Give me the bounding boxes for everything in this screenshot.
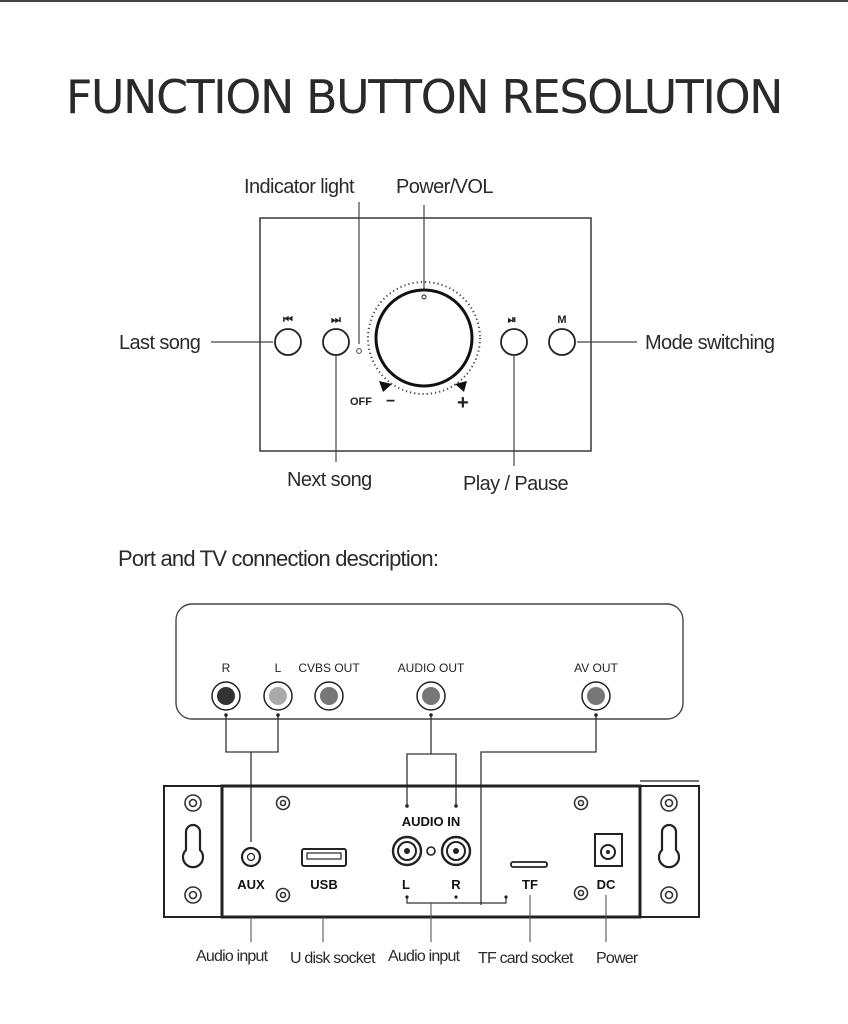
next-button[interactable] — [322, 328, 350, 356]
label-power: Power — [596, 950, 638, 967]
label-audio-input-rca: Audio input — [388, 948, 460, 965]
label-play-pause: Play / Pause — [463, 473, 569, 495]
mode-button[interactable] — [548, 328, 576, 356]
usb-port — [301, 848, 347, 867]
knob-minus-label: − — [386, 393, 395, 410]
tv-port-av-out-label: AV OUT — [574, 661, 618, 675]
screws — [184, 794, 678, 904]
audio-in-r-label: R — [451, 877, 461, 892]
keyhole-left-icon — [181, 823, 205, 869]
knob-plus-label: + — [457, 392, 469, 414]
tv-unit — [175, 603, 684, 720]
play-pause-icon: ⏯ — [508, 314, 517, 326]
page-title: FUNCTION BUTTON RESOLUTION — [65, 70, 784, 124]
label-u-disk-socket: U disk socket — [290, 950, 376, 967]
mode-mark: M — [557, 314, 566, 326]
knob-arrow-right-icon — [455, 381, 467, 392]
knob-marker — [421, 294, 427, 300]
aux-label: AUX — [237, 877, 265, 892]
indicator-light — [356, 348, 362, 354]
label-mode-switching: Mode switching — [645, 332, 775, 354]
label-next-song: Next song — [287, 469, 372, 491]
label-power-vol: Power/VOL — [396, 176, 493, 198]
label-indicator-light: Indicator light — [244, 176, 355, 198]
tf-slot — [510, 861, 548, 868]
audio-in-l-label: L — [402, 877, 410, 892]
tf-label: TF — [522, 877, 538, 892]
connection-wires — [225, 715, 597, 905]
knob-dial-ring — [367, 281, 481, 395]
control-panel — [259, 217, 592, 452]
tv-port-cvbs-label: CVBS OUT — [298, 661, 360, 675]
usb-label: USB — [310, 877, 337, 892]
audio-in-label: AUDIO IN — [402, 814, 461, 829]
label-last-song: Last song — [119, 332, 201, 354]
volume-knob[interactable] — [374, 288, 474, 388]
play-pause-button[interactable] — [500, 328, 528, 356]
dc-label: DC — [597, 877, 616, 892]
prev-button[interactable] — [274, 328, 302, 356]
label-audio-input-aux: Audio input — [196, 948, 268, 965]
tv-port-r-label: R — [222, 661, 231, 675]
knob-off-label: OFF — [350, 396, 372, 408]
tv-port-l-label: L — [275, 661, 282, 675]
label-tf-card-socket: TF card socket — [478, 950, 573, 967]
knob-arrow-left-icon — [379, 381, 392, 392]
ports-heading: Port and TV connection description: — [118, 546, 439, 571]
wire-dots — [224, 713, 598, 808]
dc-port — [594, 833, 623, 867]
top-rule — [0, 0, 848, 2]
keyhole-right-icon — [657, 823, 681, 869]
next-icon: ⏭ — [331, 314, 341, 326]
tv-port-audio-out-label: AUDIO OUT — [398, 661, 465, 675]
prev-icon: ⏮ — [283, 314, 293, 326]
